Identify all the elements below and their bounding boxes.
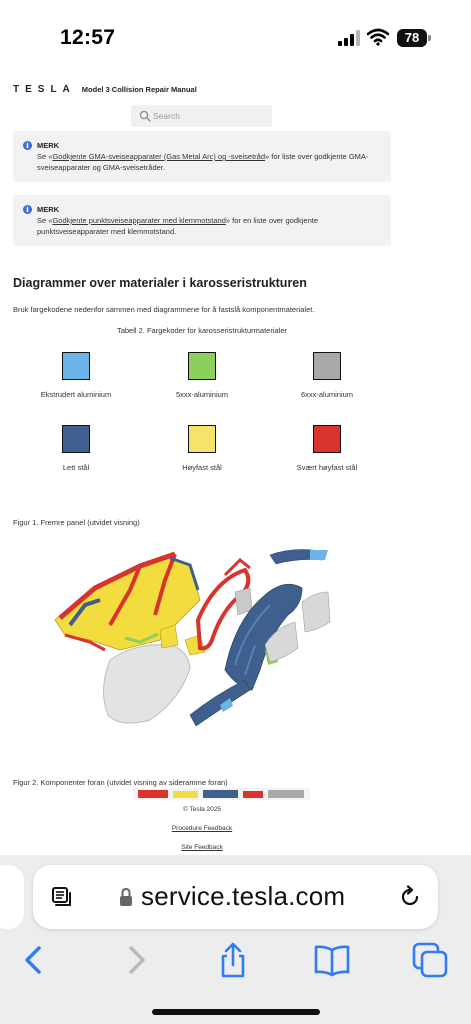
material-cell: Ekstrudert aluminium — [16, 352, 136, 399]
note-title: MERK — [37, 205, 60, 214]
table-caption: Tabell 2. Fargekoder for karosseristrukt… — [116, 326, 288, 335]
search-input[interactable]: Search — [131, 105, 272, 127]
material-label: Ekstrudert aluminium — [40, 390, 112, 399]
material-cell: Lett stål — [16, 425, 136, 472]
search-icon — [139, 110, 151, 122]
material-cell: Svært høyfast stål — [267, 425, 387, 472]
address-bar[interactable]: service.tesla.com — [33, 865, 438, 929]
note-title: MERK — [37, 141, 60, 150]
info-icon: i — [23, 141, 32, 150]
figure-1-caption: Figur 1. Fremre panel (utvidet visning) — [13, 518, 140, 527]
site-header: TESLA Model 3 Collision Repair Manual — [13, 82, 197, 96]
tabs-icon[interactable] — [410, 940, 450, 980]
note-text: Se «Godkjente GMA-sveiseapparater (Gas M… — [37, 152, 369, 172]
color-swatch — [188, 352, 216, 380]
section-title: Diagrammer over materialer i karosserist… — [13, 276, 307, 290]
back-icon[interactable] — [14, 940, 54, 980]
copyright: © Tesla 2025 — [183, 806, 221, 813]
info-icon: i — [23, 205, 32, 214]
bookmarks-icon[interactable] — [312, 940, 352, 980]
exploded-body-diagram[interactable] — [40, 530, 350, 740]
note-link-gma-welders[interactable]: Godkjente GMA-sveiseapparater (Gas Metal… — [52, 152, 266, 161]
material-cell: 6xxx-aluminium — [267, 352, 387, 399]
site-feedback-link[interactable]: Site Feedback — [181, 844, 223, 851]
url-text[interactable]: service.tesla.com — [141, 881, 346, 911]
tesla-logo[interactable]: TESLA — [13, 83, 76, 95]
material-cell: 5xxx-aluminium — [142, 352, 262, 399]
home-indicator — [152, 1009, 320, 1015]
material-label: 5xxx-aluminium — [175, 390, 229, 399]
battery-icon: 78 — [397, 29, 431, 47]
share-icon[interactable] — [213, 940, 253, 980]
color-swatch — [313, 352, 341, 380]
material-label: Høyfast stål — [182, 463, 222, 472]
reader-icon[interactable] — [50, 885, 74, 909]
procedure-feedback-link[interactable]: Procedure Feedback — [171, 825, 233, 832]
note-box: i MERK Se «Godkjente GMA-sveiseapparater… — [13, 131, 391, 182]
section-description: Bruk fargekodene nedenfor sammen med dia… — [13, 305, 315, 314]
material-cell: Høyfast stål — [142, 425, 262, 472]
wifi-icon — [367, 28, 389, 46]
note-text: Se «Godkjente punktsveiseapparater med k… — [37, 216, 319, 236]
color-swatch — [188, 425, 216, 453]
status-time: 12:57 — [60, 26, 116, 49]
browser-toolbar: service.tesla.com — [0, 855, 471, 1024]
manual-title: Model 3 Collision Repair Manual — [81, 84, 197, 94]
material-label: Lett stål — [62, 463, 90, 472]
figure-2-caption: Figur 2. Komponenter foran (utvidet visn… — [13, 778, 228, 787]
color-swatch — [313, 425, 341, 453]
forward-icon[interactable] — [116, 940, 156, 980]
battery-level: 78 — [397, 29, 427, 47]
lock-icon — [120, 887, 132, 906]
color-swatch — [62, 352, 90, 380]
search-placeholder: Search — [153, 111, 180, 121]
signal-icon — [338, 30, 360, 46]
material-label: 6xxx-aluminium — [300, 390, 354, 399]
note-box: i MERK Se «Godkjente punktsveiseapparate… — [13, 195, 391, 246]
previous-tab-preview[interactable] — [0, 865, 24, 929]
status-bar: 12:57 78 — [0, 0, 471, 70]
front-components-diagram[interactable] — [133, 788, 310, 800]
material-label: Svært høyfast stål — [296, 463, 358, 472]
note-link-spot-welders[interactable]: Godkjente punktsveiseapparater med klemm… — [52, 216, 226, 225]
reload-icon[interactable] — [398, 885, 422, 909]
web-page-content: TESLA Model 3 Collision Repair Manual Se… — [0, 70, 471, 860]
color-swatch — [62, 425, 90, 453]
